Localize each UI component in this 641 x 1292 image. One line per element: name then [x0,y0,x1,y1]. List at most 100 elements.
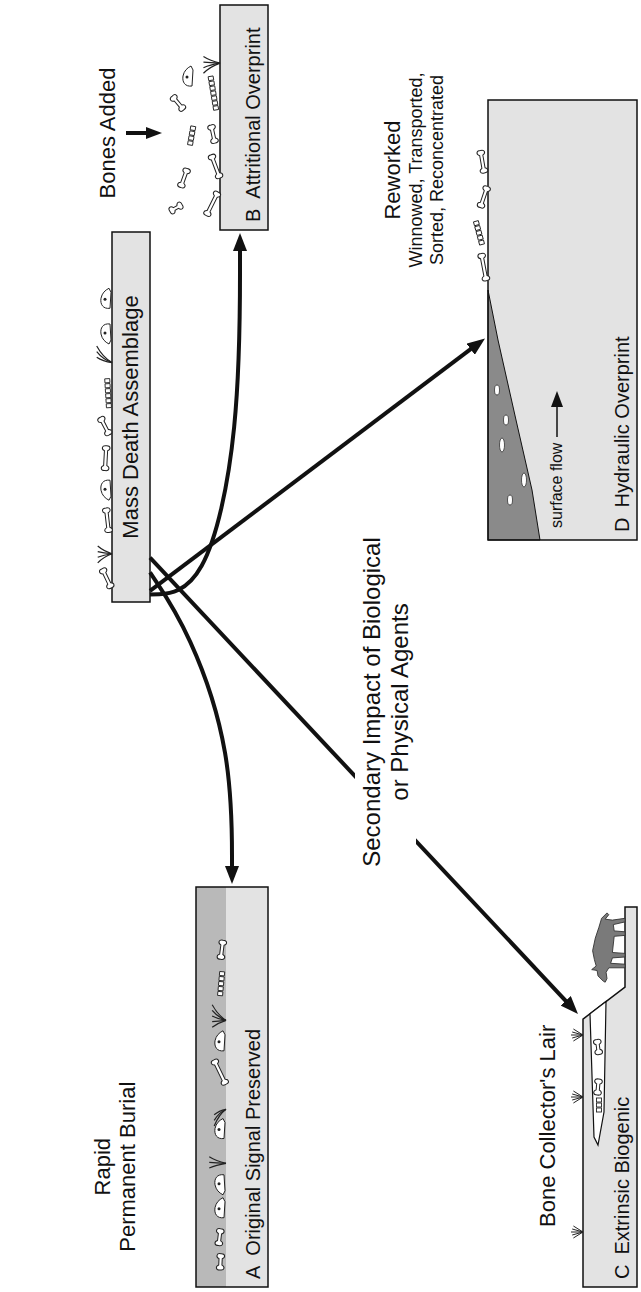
illustration-part [196,887,226,1287]
illustration-part [583,907,637,1287]
vertebral-column [208,76,218,110]
skull [101,324,111,344]
panel-heading: Rapid Permanent Burial [90,1081,141,1252]
skull [215,1175,225,1195]
vertebra [218,991,223,995]
vertebra [219,971,224,975]
illustration-part [196,887,268,1287]
process-arrow [150,343,479,591]
bone-fragment [500,438,505,452]
vertebra [189,131,195,136]
panel-title: Attritional Overprint [242,27,265,198]
illustration-part [183,66,193,86]
grass-tuft [573,1029,583,1035]
bone [169,94,186,113]
vertebra [213,106,219,111]
illustration-part [104,488,107,491]
vertebra [106,394,111,398]
vertebra [477,235,483,240]
bone [477,185,491,209]
skull [101,480,111,500]
bone [477,253,490,282]
bone [477,150,489,174]
panel-art [97,232,150,602]
skull [215,1031,225,1051]
rib [97,346,112,363]
illustration-part [218,1207,221,1210]
annotation-label: Secondary Impact of Biological or Physic… [355,532,416,872]
illustration-part [218,1128,221,1131]
label-row: B Attritional Overprint [242,27,265,222]
skull [183,66,193,86]
bone-fragment [522,473,527,487]
panel-heading: Reworked [380,50,405,290]
illustration-part [488,100,637,540]
vertebra [597,1098,602,1102]
illustration-part [488,290,540,540]
label-row: DHydraulic Overprint [611,336,634,532]
rib [212,1005,226,1021]
panel-art [126,5,268,230]
flow-arrow [556,399,558,437]
vertebra [219,976,224,980]
bone [97,416,113,437]
illustration-part [215,1198,225,1218]
rib [214,1109,226,1114]
rib [98,546,112,554]
vertebral-column [597,1098,602,1112]
node-label: Mass Death Assemblage [118,295,143,538]
bone [216,1253,224,1270]
hyena-figure [592,913,625,982]
rib [98,554,112,557]
process-arrow [150,572,232,876]
bone [208,153,224,179]
bone-fragment [495,385,500,395]
illustration-part [126,131,154,135]
bone [593,1079,602,1096]
vertebra [476,230,482,235]
vertebra [473,221,479,226]
bone [210,1058,229,1086]
vertebral-column [218,971,225,995]
panel-letter: C [611,1265,634,1279]
panel-title: Extrinsic Biogenic [611,1097,634,1255]
rib [203,56,220,63]
panel-letter: B [242,209,265,222]
illustration-part [215,1175,225,1195]
vertebra [105,384,110,388]
grass-tuft [573,1091,583,1097]
bone-fragment [508,495,513,505]
vertebral-column [105,379,112,408]
illustration-part [196,887,268,1287]
flow-label: surface flow [548,443,566,528]
illustration-part [104,332,107,335]
bone [168,201,184,215]
process-arrow [150,241,240,595]
outcome-panel: Rapid Permanent BurialAOriginal Signal P… [196,887,268,1287]
vertebra [210,86,216,91]
outcome-panel: Bones AddedBAttritional Overprint [220,5,268,230]
vertebral-column [188,126,196,146]
vertebra [209,81,215,86]
bone [101,446,110,471]
rib [203,63,220,73]
bone [99,567,115,590]
panel-art [571,907,637,1287]
assemblage-box: Mass Death Assemblage [112,232,150,602]
rib [98,554,112,563]
panel-subheading: Winnowed, Transported, Sorted, Reconcent… [406,60,447,280]
label-row: C Extrinsic Biogenic [611,1097,634,1279]
vertebra [218,981,223,985]
bone [102,508,112,533]
vertebral-column [473,221,484,245]
vertebra [211,91,217,96]
bone [177,167,191,188]
illustration-part [101,480,111,500]
illustration-part [186,76,189,79]
rib [214,1109,226,1120]
vertebra [597,1103,602,1107]
illustration-part [101,288,111,308]
illustration-part [220,5,268,230]
illustration-part [112,232,150,602]
